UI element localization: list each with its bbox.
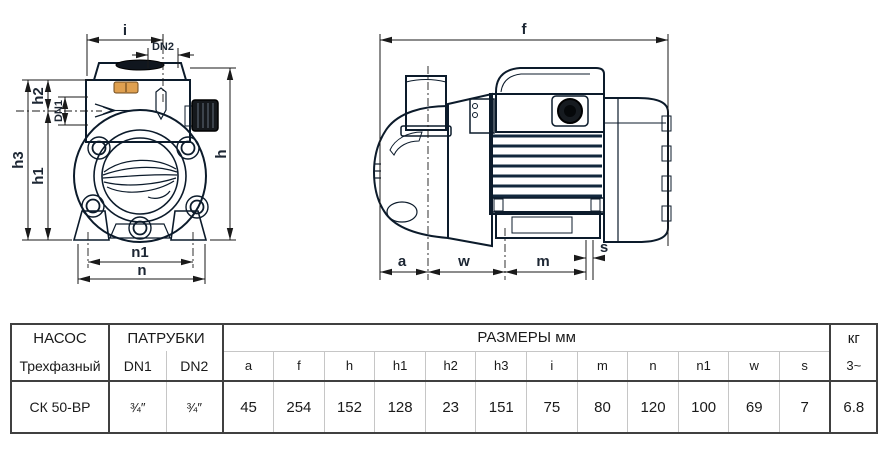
bolt-hole: [91, 140, 107, 156]
dim-label-n: n: [137, 262, 146, 279]
dim-label-dn2: DN2: [152, 41, 174, 53]
dimensions-table: НАСОС ПАТРУБКИ РАЗМЕРЫ мм кг Трехфазный …: [10, 323, 879, 434]
dim-label-a: a: [398, 253, 407, 270]
subheader-col-a: a: [222, 351, 274, 382]
cell-w: 69: [728, 381, 780, 433]
motor-foot: [495, 211, 601, 239]
front-view-dimensions: i DN2 h h3 h2 h1 DN1: [10, 22, 236, 284]
cell-n1: 100: [677, 381, 729, 433]
pump-front-illustration: [72, 59, 219, 243]
table-header-row: НАСОС ПАТРУБКИ РАЗМЕРЫ мм кг: [11, 324, 878, 352]
dim-label-m: m: [536, 253, 549, 270]
cell-h2: 23: [424, 381, 476, 433]
discharge-port-opening: [115, 59, 165, 71]
header-weight: кг: [829, 324, 878, 351]
pump-housing-flange: [73, 109, 207, 243]
pump-foot-right: [170, 210, 208, 241]
cell-a: 45: [222, 381, 274, 433]
cell-s: 7: [779, 381, 831, 433]
fan-cover: [603, 97, 669, 243]
pipe-collar: [400, 125, 452, 137]
motor-lower-channel: [491, 197, 605, 213]
table-data-row: СК 50-ВР ¾″ ¾″ 45 254 152 128 23 151 75 …: [11, 381, 878, 433]
dim-label-f: f: [522, 21, 528, 38]
subheader-dn2: DN2: [165, 351, 223, 382]
dim-label-h3: h3: [10, 151, 27, 169]
side-view-dimensions: f a w m s: [379, 21, 669, 280]
impeller-swirl-pattern: [102, 159, 178, 199]
bolt-hole: [85, 198, 101, 214]
cell-dn2: ¾″: [165, 381, 223, 433]
pump-body-transition: [447, 92, 493, 248]
bolt-hole: [132, 220, 148, 236]
bolt-hole: [189, 199, 205, 215]
bolt-hole: [180, 140, 196, 156]
cell-weight: 6.8: [829, 381, 878, 433]
subheader-weight-phase: 3~: [829, 351, 878, 382]
pump-cover-disc: [101, 137, 179, 215]
cell-f: 254: [273, 381, 325, 433]
side-view-drawing: f a w m s: [372, 21, 672, 280]
header-dimensions: РАЗМЕРЫ мм: [221, 324, 831, 352]
subheader-col-i: i: [526, 351, 578, 382]
body-flange: [469, 98, 495, 134]
cell-i: 75: [526, 381, 578, 433]
table-subheader-row: Трехфазный DN1 DN2 a f h h1 h2 h3 i m n …: [11, 351, 878, 382]
subheader-dn1: DN1: [108, 351, 166, 382]
subheader-col-f: f: [273, 351, 325, 382]
cell-dn1: ¾″: [108, 381, 166, 433]
pump-side-illustration: [372, 67, 672, 248]
subheader-col-w: w: [728, 351, 780, 382]
cell-model: СК 50-ВР: [29, 399, 91, 415]
technical-drawing: i DN2 h h3 h2 h1 DN1: [10, 21, 672, 284]
subheader-col-h3: h3: [475, 351, 527, 382]
cell-h3: 151: [475, 381, 527, 433]
subheader-col-n1: n1: [677, 351, 729, 382]
suction-pipe: [405, 75, 447, 131]
subheader-col-m: m: [576, 351, 628, 382]
dim-label-i: i: [123, 22, 127, 39]
dim-label-n1: n1: [131, 244, 149, 261]
header-ports: ПАТРУБКИ: [108, 324, 223, 351]
pump-head: [372, 104, 449, 240]
dim-label-h2: h2: [30, 87, 47, 105]
subheader-col-h1: h1: [374, 351, 426, 382]
pump-top-cap: [92, 62, 188, 81]
terminal-box: [495, 67, 605, 133]
motor-cooling-fins: [493, 134, 602, 198]
subheader-phase: Трехфазный: [11, 351, 109, 382]
pump-foot-left: [72, 210, 110, 241]
cell-n: 120: [627, 381, 679, 433]
cable-gland-boss: [551, 95, 589, 127]
subheader-col-h: h: [323, 351, 375, 382]
subheader-col-n: n: [627, 351, 679, 382]
drain-knob: [191, 99, 219, 132]
cell-h1: 128: [374, 381, 426, 433]
cell-m: 80: [576, 381, 628, 433]
subheader-col-h2: h2: [424, 351, 476, 382]
dim-label-h1: h1: [30, 167, 47, 185]
cell-h: 152: [323, 381, 375, 433]
dim-label-h: h: [213, 149, 230, 158]
dim-label-s: s: [600, 239, 608, 256]
front-view-drawing: i DN2 h h3 h2 h1 DN1: [10, 22, 236, 284]
dim-label-w: w: [457, 253, 470, 270]
header-pump: НАСОС: [33, 329, 87, 347]
subheader-col-s: s: [779, 351, 831, 382]
